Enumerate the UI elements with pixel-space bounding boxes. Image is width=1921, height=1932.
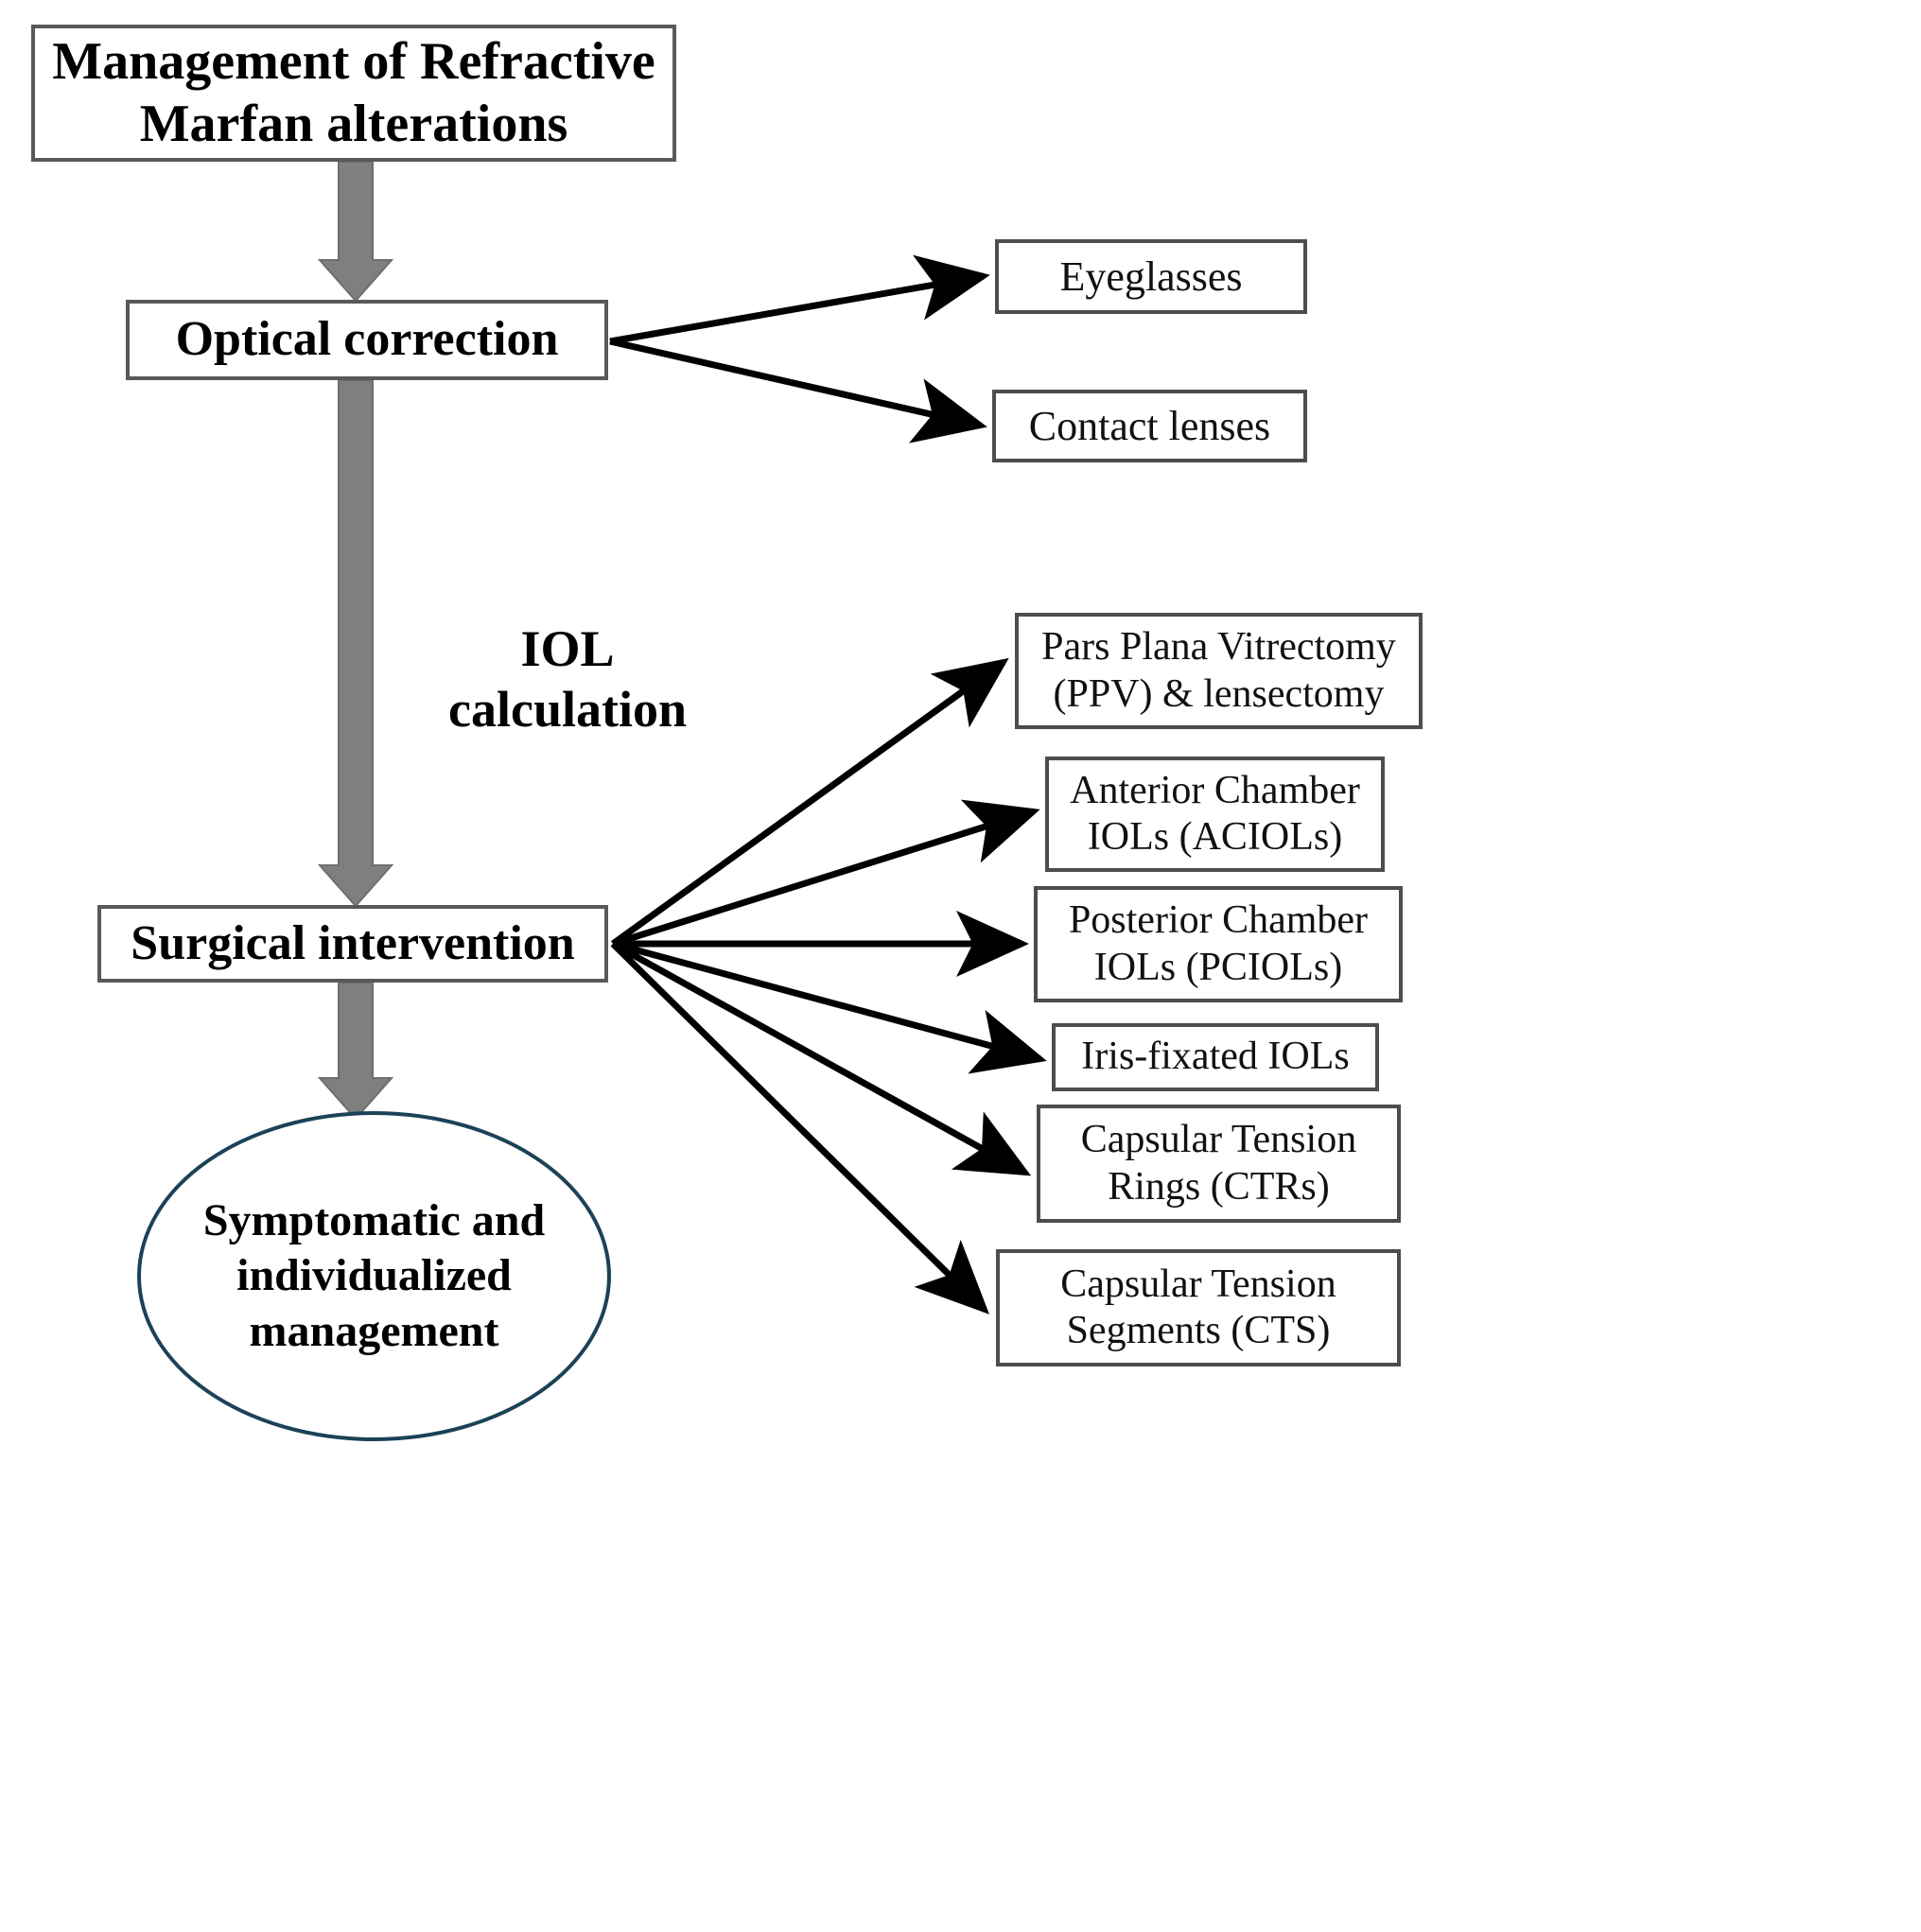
node-aciol-label: Anterior Chamber IOLs (ACIOLs) xyxy=(1070,768,1360,859)
node-cts-label: Capsular Tension Segments (CTS) xyxy=(1060,1262,1336,1352)
node-surgical-label: Surgical intervention xyxy=(131,915,575,970)
node-terminal-label: Symptomatic and individualized managemen… xyxy=(202,1194,546,1356)
node-iris-label: Iris-fixated IOLs xyxy=(1081,1035,1350,1079)
node-pciol-label: Posterior Chamber IOLs (PCIOLs) xyxy=(1068,898,1369,989)
edge-surgical-to-aciol xyxy=(611,799,1040,948)
annotation-iol-calculation: IOL calculation xyxy=(448,620,687,738)
node-management-of-refractive-marfan-alterations[interactable]: Management of Refractive Marfan alterati… xyxy=(31,25,676,162)
edge-surgical-to-cts xyxy=(610,941,989,1314)
node-posterior-chamber-iols[interactable]: Posterior Chamber IOLs (PCIOLs) xyxy=(1034,886,1403,1002)
edge-optical-to-contact-lenses xyxy=(609,338,987,444)
node-optical-correction[interactable]: Optical correction xyxy=(126,300,608,380)
node-contact-lenses[interactable]: Contact lenses xyxy=(992,390,1307,462)
node-eyeglasses-label: Eyeglasses xyxy=(1059,252,1243,300)
edge-optical-to-surgical xyxy=(317,379,394,908)
node-pars-plana-vitrectomy[interactable]: Pars Plana Vitrectomy (PPV) & lensectomy xyxy=(1015,613,1423,729)
node-contact-lenses-label: Contact lenses xyxy=(1028,402,1271,449)
edge-surgical-to-iris-fixated xyxy=(612,940,1047,1074)
node-root-label: Management of Refractive Marfan alterati… xyxy=(52,31,655,153)
node-iris-fixated-iols[interactable]: Iris-fixated IOLs xyxy=(1052,1023,1379,1091)
node-ctr-label: Capsular Tension Rings (CTRs) xyxy=(1080,1118,1357,1209)
edge-surgical-to-terminal xyxy=(317,982,394,1121)
edge-surgical-to-ctr xyxy=(611,940,1032,1176)
node-surgical-intervention[interactable]: Surgical intervention xyxy=(97,905,608,983)
node-ppv-label: Pars Plana Vitrectomy (PPV) & lensectomy xyxy=(1041,625,1396,716)
edge-root-to-optical xyxy=(317,161,394,303)
node-anterior-chamber-iols[interactable]: Anterior Chamber IOLs (ACIOLs) xyxy=(1045,757,1385,872)
node-capsular-tension-rings[interactable]: Capsular Tension Rings (CTRs) xyxy=(1037,1105,1401,1223)
node-symptomatic-individualized-management[interactable]: Symptomatic and individualized managemen… xyxy=(137,1111,611,1441)
node-optical-label: Optical correction xyxy=(175,312,559,367)
node-capsular-tension-segments[interactable]: Capsular Tension Segments (CTS) xyxy=(996,1249,1401,1366)
node-eyeglasses[interactable]: Eyeglasses xyxy=(995,239,1307,314)
edge-optical-to-eyeglasses xyxy=(609,254,990,345)
